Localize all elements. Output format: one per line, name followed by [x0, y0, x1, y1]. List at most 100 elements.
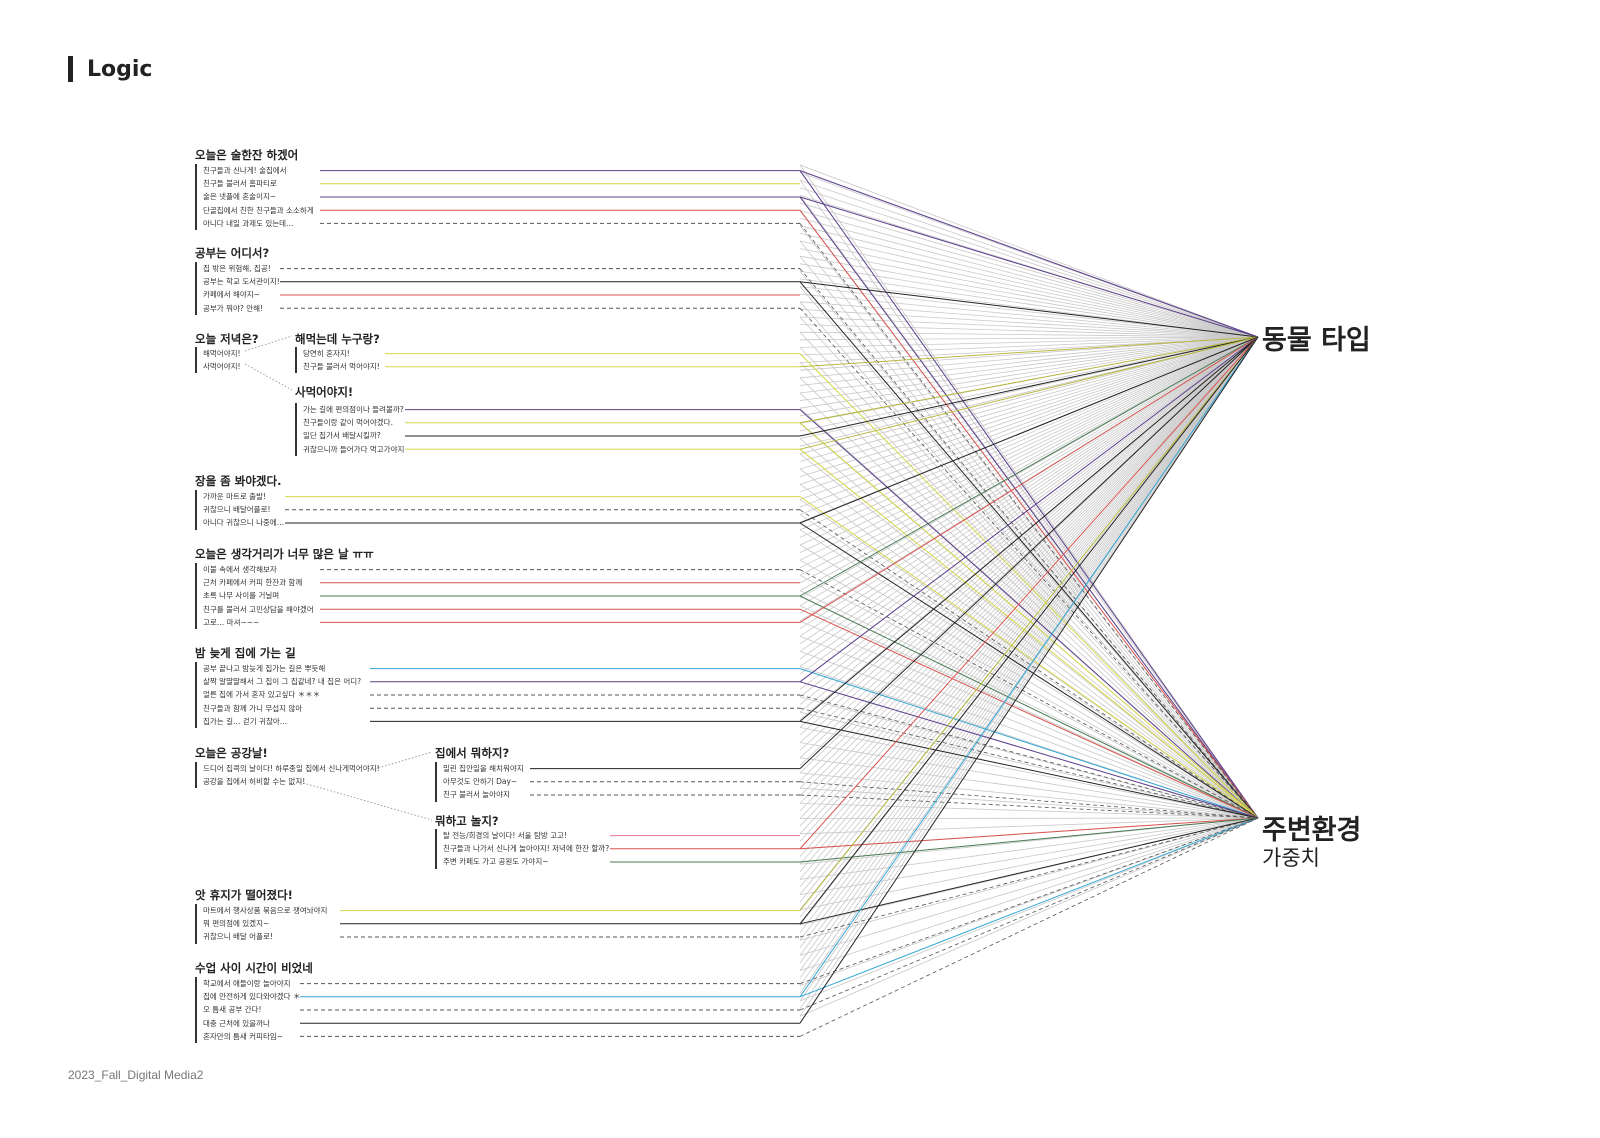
weight-line-env: [799, 817, 1259, 971]
option-to-env-line: [799, 681, 1259, 819]
weight-line-animal: [799, 336, 1259, 1017]
weight-line-env: [799, 817, 1259, 911]
option-to-animal-line: [799, 336, 1259, 450]
option-to-env-line: [799, 196, 1259, 819]
weight-line-env: [799, 727, 1259, 819]
option-label: 마트에서 행사상품 묶음으로 쟁여놔야지: [203, 906, 328, 915]
weight-line-animal: [799, 336, 1259, 1009]
option-label: 귀찮으니까 들어가다 먹고가야지: [303, 444, 405, 454]
option-label: 집 밖은 위험해, 집공!: [203, 264, 271, 273]
weight-line-animal: [799, 187, 1259, 338]
option-to-animal-line: [799, 336, 1259, 911]
option-label: 친구 불러서 놀아야지: [443, 790, 510, 800]
weight-line-animal: [799, 336, 1259, 637]
option-to-env-line: [799, 170, 1259, 819]
weight-line-env: [799, 696, 1259, 819]
option-label: 친구들 불러서 먹어야지!: [303, 362, 380, 372]
option-to-env-line: [799, 817, 1259, 850]
option-to-animal-line: [799, 336, 1259, 722]
weight-line-env: [799, 392, 1259, 819]
weight-line-animal: [799, 336, 1259, 705]
option-to-env-line: [799, 522, 1259, 819]
option-label: 친구들과 함께 가니 무섭지 않아: [203, 703, 303, 713]
weight-line-animal: [799, 336, 1259, 531]
weight-line-animal: [799, 336, 1259, 789]
weight-line-animal: [799, 336, 1259, 394]
weight-line-animal: [799, 336, 1259, 432]
question-heading: 공부는 어디서?: [195, 246, 270, 260]
weight-line-animal: [799, 336, 1259, 675]
option-group: 당연히 혼자지! 친구들 불러서 먹어야지!: [295, 347, 380, 374]
weight-line-env: [799, 575, 1259, 819]
section-header: Logic: [68, 56, 152, 82]
weight-line-animal: [799, 309, 1259, 338]
option-label: 가까운 마트로 출발!: [203, 492, 266, 501]
weight-line-animal: [799, 336, 1259, 865]
weight-line-animal: [799, 336, 1259, 797]
weight-line-animal: [799, 336, 1259, 888]
option-label: 카페에서 해야지~: [203, 290, 260, 300]
weight-line-env: [799, 164, 1259, 819]
weight-line-animal: [799, 336, 1259, 553]
weight-line-animal: [799, 336, 1259, 569]
weight-line-env: [799, 817, 1259, 880]
header-accent-bar: [68, 56, 73, 82]
weight-line-animal: [799, 336, 1259, 774]
weight-line-animal: [799, 336, 1259, 819]
question-heading: 오늘 저녁은?: [195, 332, 259, 346]
option-label: 친구들 불러서 홈파티로: [203, 179, 277, 189]
option-label: 초록 나무 사이를 거닐며: [203, 591, 280, 601]
weight-line-env: [799, 559, 1259, 819]
option-label: 드디어 집콕의 날이다! 하루종일 집에서 신나게먹어야지!: [203, 764, 380, 773]
weight-line-animal: [799, 336, 1259, 660]
weight-line-env: [799, 772, 1259, 819]
weight-line-animal: [799, 217, 1259, 338]
weight-line-animal: [799, 336, 1259, 363]
option-to-env-line: [799, 817, 1259, 998]
option-to-env-line: [799, 509, 1259, 819]
weight-line-animal: [799, 336, 1259, 781]
weight-line-env: [799, 787, 1259, 819]
question-heading: 수업 사이 시간이 비었네: [195, 961, 313, 975]
weight-line-animal: [799, 336, 1259, 918]
weight-line-env: [799, 347, 1259, 819]
weight-line-animal: [799, 324, 1259, 338]
weight-line-animal: [799, 336, 1259, 941]
option-group: 집 밖은 위험해, 집공!공부는 학교 도서관이지!카페에서 해야지~공부가 뭐…: [195, 262, 280, 315]
question-heading: 오늘은 공강날!: [195, 746, 268, 760]
weight-line-animal: [799, 336, 1259, 629]
weight-line-env: [799, 529, 1259, 819]
weight-line-animal: [799, 336, 1259, 903]
weight-line-env: [799, 620, 1259, 819]
weight-line-env: [799, 468, 1259, 819]
option-label: 공부 끝나고 밤늦게 집가는 길은 뿌듯해: [203, 664, 326, 673]
weight-line-animal: [799, 240, 1259, 338]
weight-line-animal: [799, 336, 1259, 341]
weight-line-env: [799, 605, 1259, 819]
weight-line-env: [799, 635, 1259, 819]
weight-line-animal: [799, 336, 1259, 964]
option-to-env-line: [799, 281, 1259, 819]
weight-line-animal: [799, 336, 1259, 743]
option-to-animal-line: [799, 336, 1259, 597]
option-label: 당연히 혼자지!: [303, 349, 350, 358]
option-label: 오 틈새 공부 간다!: [203, 1005, 262, 1015]
option-label: 가는 길에 편의점이나 들려볼까?: [303, 405, 404, 414]
weight-line-animal: [799, 336, 1259, 971]
option-label: 공부가 뭐야? 안해!: [203, 303, 264, 313]
weight-line-env: [799, 817, 1259, 1002]
option-to-env-line: [799, 496, 1259, 819]
option-to-env-line: [799, 268, 1259, 819]
weight-line-animal: [799, 336, 1259, 348]
option-to-env-line: [799, 707, 1259, 819]
weight-line-animal: [799, 336, 1259, 827]
weight-line-env: [799, 742, 1259, 819]
weight-line-animal: [799, 336, 1259, 493]
option-label: 살짝 알딸딸해서 그 집이 그 집같네? 내 집은 어디?: [203, 677, 362, 687]
page-title: Logic: [87, 56, 153, 82]
option-to-animal-line: [799, 336, 1259, 437]
weight-line-animal: [799, 316, 1259, 338]
option-label: 고로… 마셔~~~: [203, 617, 260, 627]
option-to-animal-line: [799, 336, 1259, 850]
option-to-animal-line: [799, 336, 1259, 925]
